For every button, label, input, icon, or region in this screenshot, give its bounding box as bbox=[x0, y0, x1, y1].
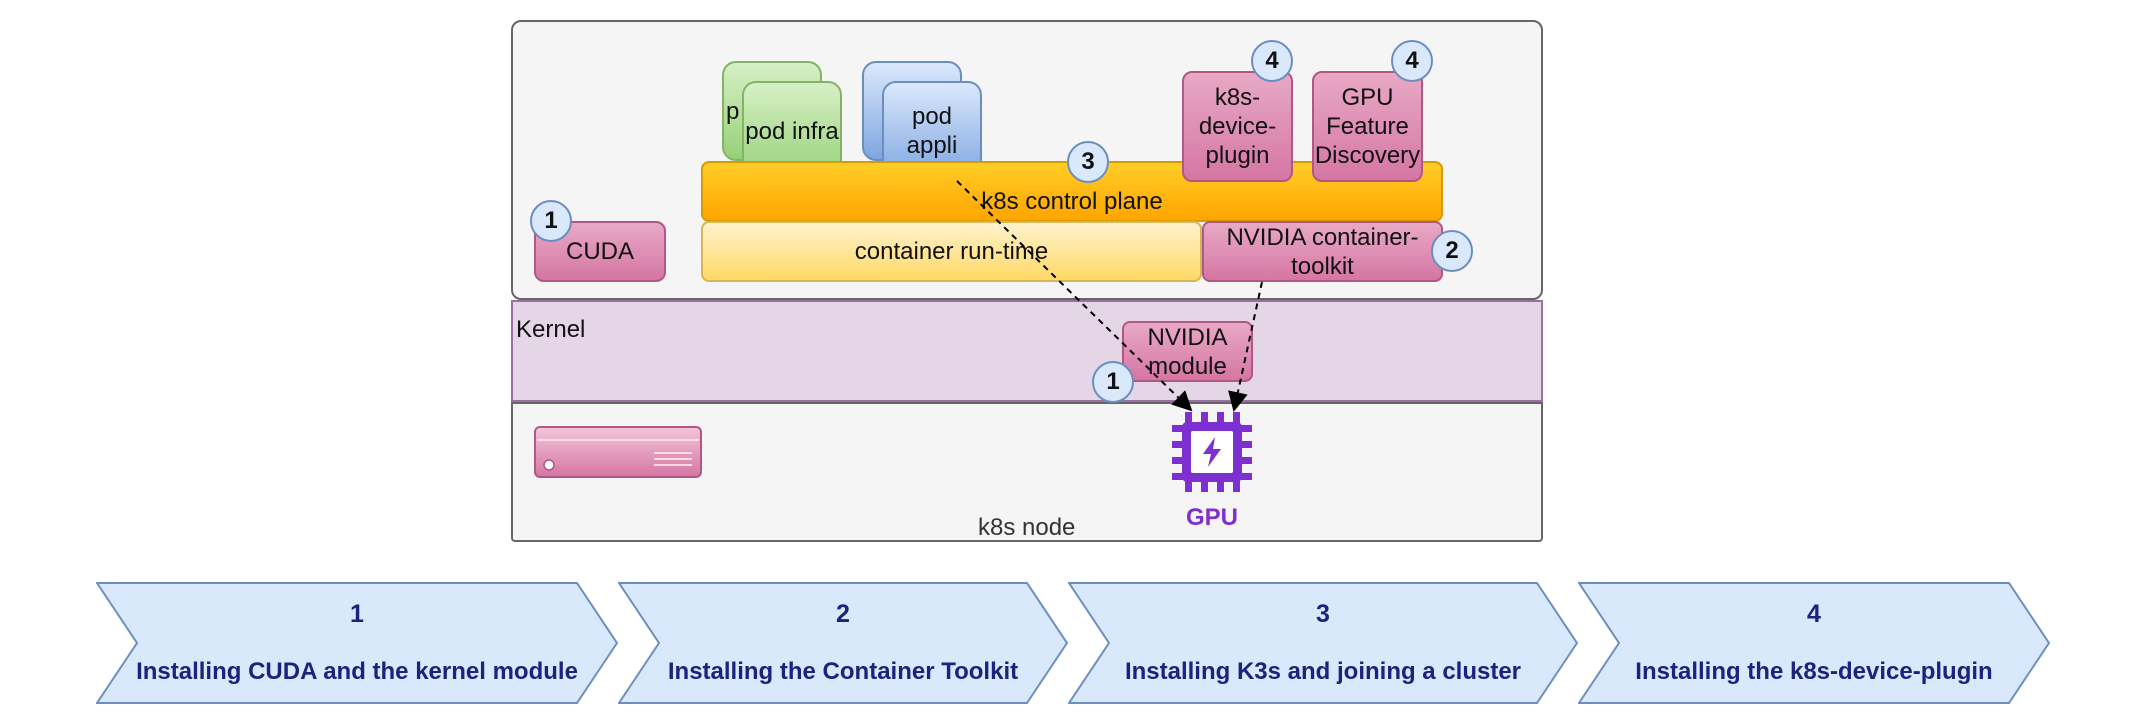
step-1: 1 Installing CUDA and the kernel module bbox=[96, 582, 618, 704]
kernel-band bbox=[511, 300, 1543, 402]
arrow-toolkit-to-gpu bbox=[1228, 281, 1263, 412]
pod-infra-back-label: p bbox=[726, 97, 740, 125]
step-2-number: 2 bbox=[836, 600, 850, 628]
cuda-label: CUDA bbox=[565, 238, 634, 265]
badge-device-plugin: 4 bbox=[1251, 40, 1293, 82]
arrow-pod-to-gpu bbox=[956, 180, 1193, 412]
pod-infra-label: pod infra bbox=[745, 117, 839, 145]
gpu-label: GPU bbox=[1186, 504, 1239, 531]
pod-appli-label: pod appli bbox=[906, 103, 958, 159]
nvidia-module-label: NVIDIA module bbox=[1147, 323, 1228, 380]
badge-cuda: 1 bbox=[530, 200, 572, 242]
gpu-chip-icon bbox=[1170, 410, 1254, 494]
k8s-device-plugin: k8s- device- plugin bbox=[1182, 71, 1293, 182]
device-plugin-label: k8s- device- plugin bbox=[1198, 84, 1277, 169]
badge-toolkit: 2 bbox=[1431, 230, 1473, 272]
gpu-feature-discovery: GPU Feature Discovery bbox=[1312, 71, 1423, 182]
step-1-title: Installing CUDA and the kernel module bbox=[136, 658, 578, 685]
step-2: 2 Installing the Container Toolkit bbox=[618, 582, 1068, 704]
node-label: k8s node bbox=[978, 514, 1076, 541]
step-3-title: Installing K3s and joining a cluster bbox=[1124, 658, 1522, 685]
step-4: 4 Installing the k8s-device-plugin bbox=[1578, 582, 2050, 704]
badge-module: 1 bbox=[1092, 361, 1134, 403]
badge-gfd: 4 bbox=[1391, 40, 1433, 82]
step-1-number: 1 bbox=[350, 600, 364, 628]
server-icon bbox=[534, 426, 702, 478]
nvidia-module: NVIDIA module bbox=[1122, 321, 1253, 382]
toolkit-label: NVIDIA container- toolkit bbox=[1226, 223, 1419, 280]
control-plane-label: k8s control plane bbox=[981, 188, 1163, 215]
step-4-title: Installing the k8s-device-plugin bbox=[1635, 658, 1993, 685]
container-runtime: container run-time bbox=[701, 221, 1202, 282]
step-4-number: 4 bbox=[1807, 600, 1821, 628]
badge-control-plane: 3 bbox=[1067, 141, 1109, 183]
runtime-label: container run-time bbox=[854, 238, 1049, 265]
kernel-label: Kernel bbox=[516, 316, 586, 343]
step-3-number: 3 bbox=[1316, 600, 1330, 628]
step-2-title: Installing the Container Toolkit bbox=[667, 658, 1019, 685]
gfd-label: GPU Feature Discovery bbox=[1314, 84, 1421, 169]
step-3: 3 Installing K3s and joining a cluster bbox=[1068, 582, 1578, 704]
nvidia-container-toolkit: NVIDIA container- toolkit bbox=[1202, 221, 1443, 282]
